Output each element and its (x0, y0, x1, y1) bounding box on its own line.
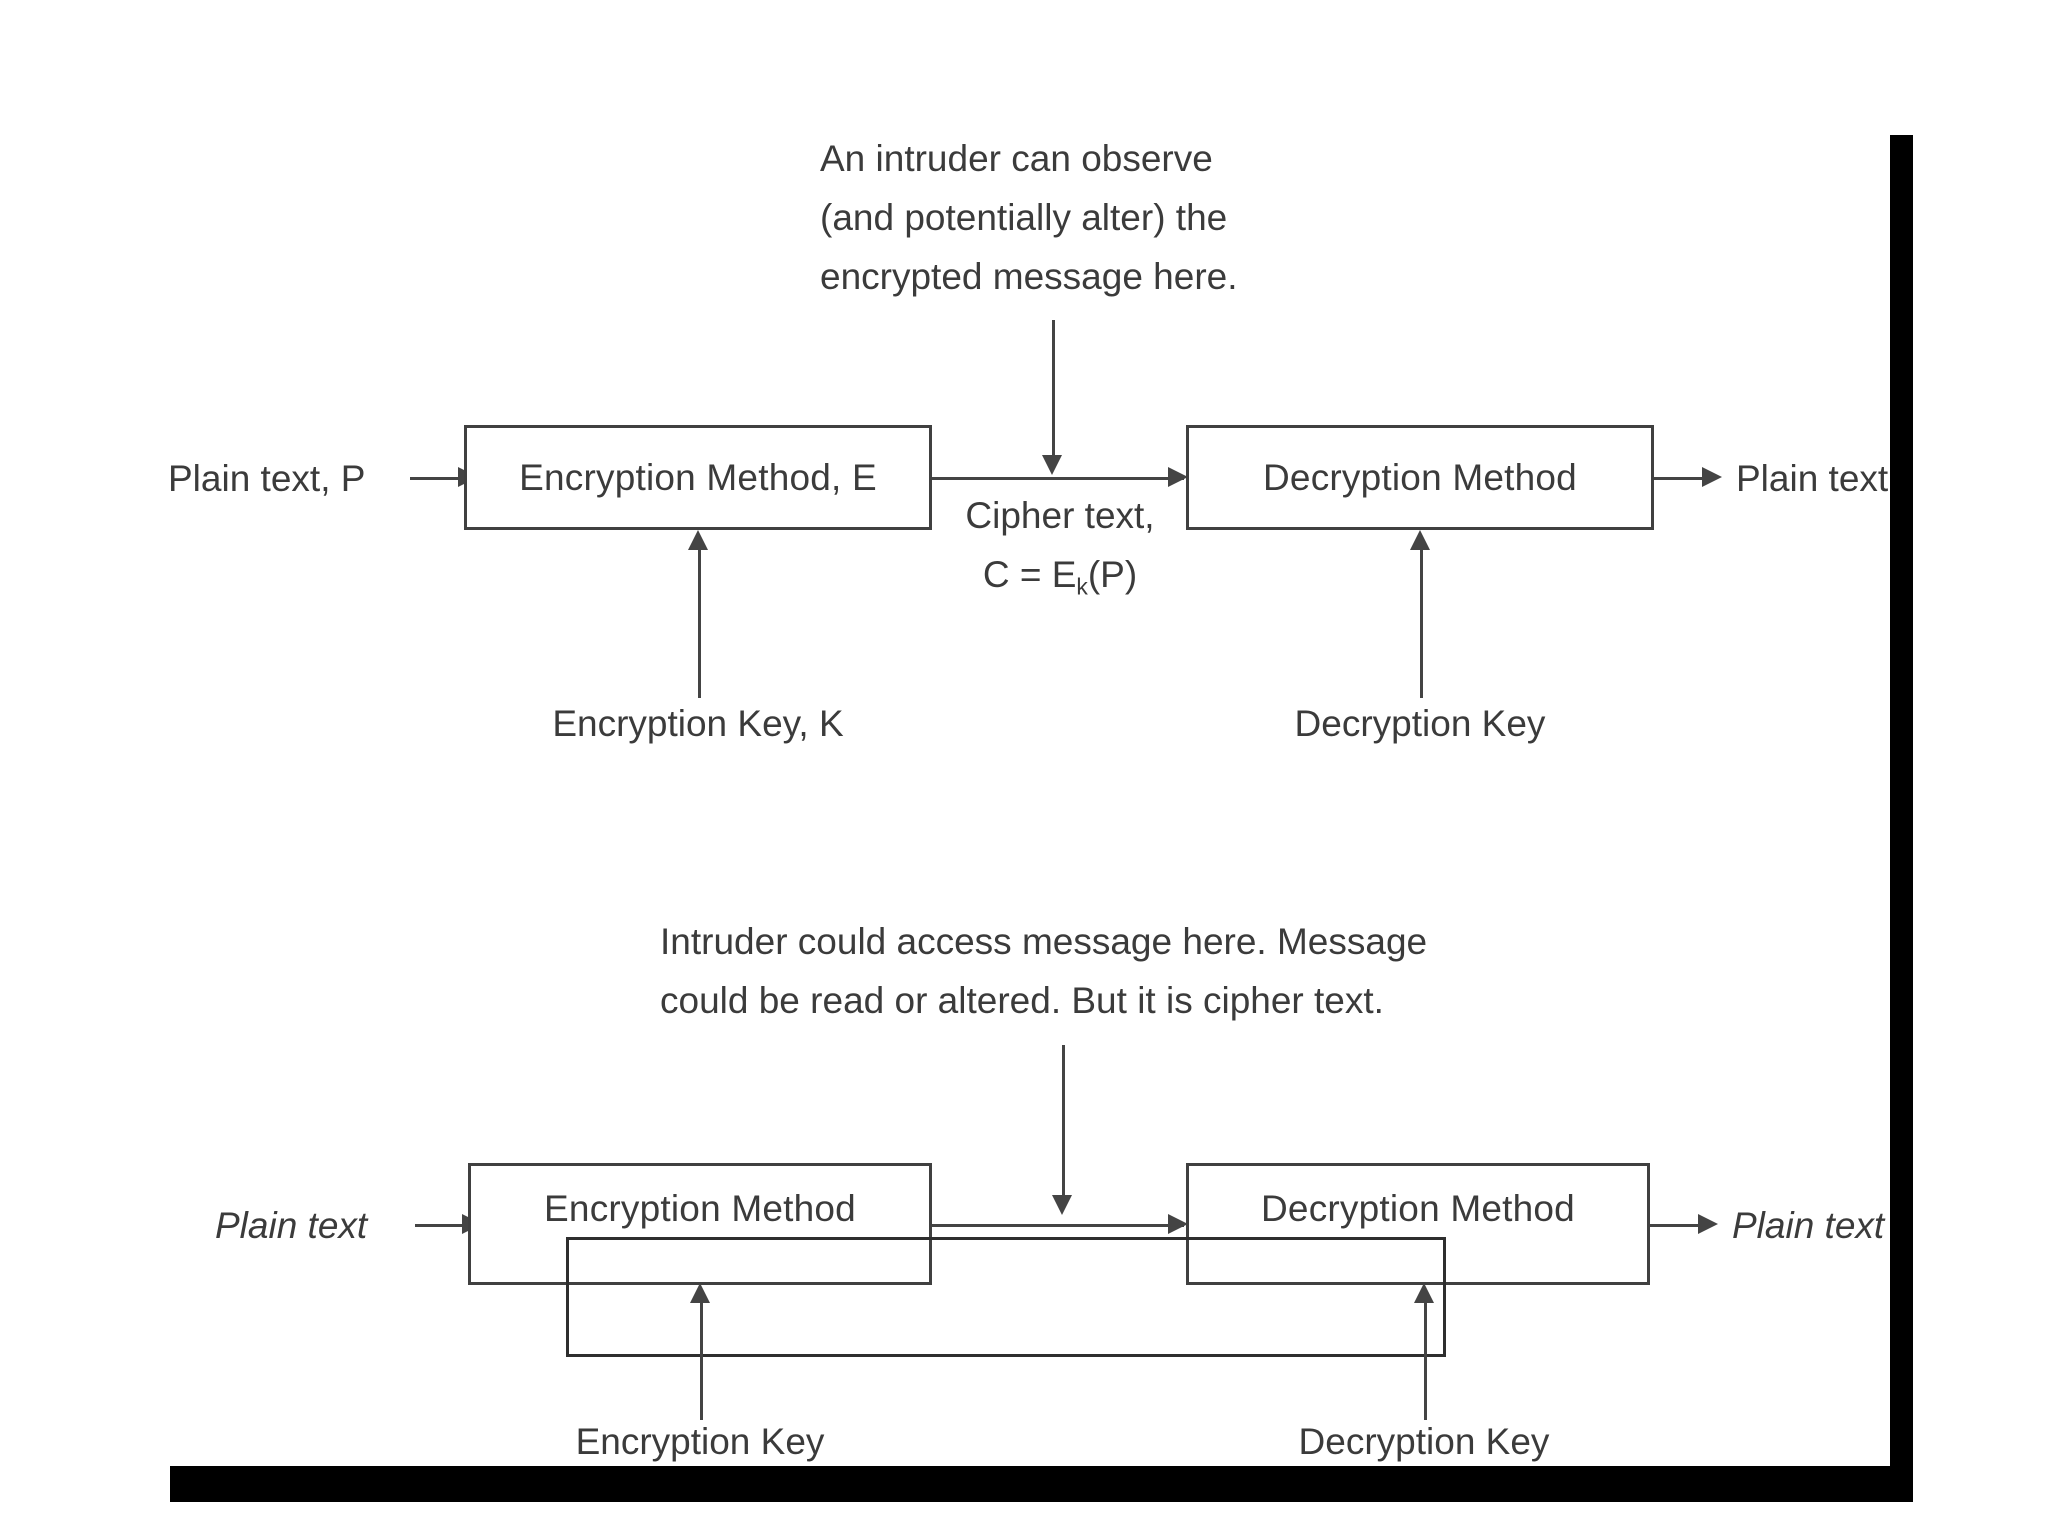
top-output-arrow-shaft (1654, 477, 1706, 480)
bottom-output-plaintext-label: Plain text (1732, 1205, 1885, 1246)
bottom-input-arrow-shaft (415, 1224, 467, 1227)
ciphertext-formula-suffix: (P) (1087, 554, 1138, 595)
bottom-decryption-method-box[interactable]: Decryption Method (1186, 1163, 1650, 1285)
bottom-ciphertext-channel-line (932, 1224, 1184, 1227)
bottom-encryption-key-label: Encryption Key (575, 1421, 825, 1462)
top-annotation-line-2: (and potentially alter) the (820, 197, 1228, 238)
bottom-output-arrow-head-right-icon (1698, 1214, 1718, 1234)
top-decryption-method-box[interactable]: Decryption Method (1186, 425, 1654, 530)
top-ciphertext-label-line-2: C = Ek(P) (940, 551, 1180, 602)
top-annotation-arrow-shaft (1052, 320, 1055, 460)
top-ciphertext-label-line-1: Cipher text, (965, 495, 1155, 536)
top-annotation-line-3: encrypted message here. (820, 256, 1238, 297)
scan-edge-bar-bottom (170, 1466, 1913, 1502)
bottom-annotation-arrow-shaft (1062, 1045, 1065, 1200)
bottom-output-arrow-shaft (1650, 1224, 1702, 1227)
bottom-decryption-key-label: Decryption Key (1298, 1421, 1550, 1462)
shared-key-connecting-frame (566, 1237, 1446, 1357)
top-encryption-method-box[interactable]: Encryption Method, E (464, 425, 932, 530)
top-encryption-key-arrow-shaft (698, 548, 701, 698)
top-annotation-line-1: An intruder can observe (820, 138, 1213, 179)
top-ciphertext-arrow-head-right-icon (1168, 467, 1188, 487)
top-output-plaintext-label: Plain text (1736, 458, 1889, 499)
ciphertext-formula-prefix: C = E (982, 554, 1077, 595)
top-input-arrow-shaft (410, 477, 462, 480)
ciphertext-formula-subscript: k (1076, 573, 1088, 600)
top-decryption-key-label: Decryption Key (1294, 703, 1546, 744)
top-encryption-key-arrow-head-up-icon (688, 530, 708, 550)
bottom-ciphertext-arrow-head-right-icon (1168, 1214, 1188, 1234)
bottom-annotation-line-1: Intruder could access message here. Mess… (660, 921, 1428, 962)
top-encryption-key-label: Encryption Key, K (552, 703, 844, 744)
bottom-encryption-key-arrow-shaft (700, 1300, 703, 1420)
top-decryption-key-arrow-head-up-icon (1410, 530, 1430, 550)
top-decryption-key-arrow-shaft (1420, 548, 1423, 698)
top-output-arrow-head-right-icon (1702, 467, 1722, 487)
top-ciphertext-channel-line (932, 477, 1184, 480)
bottom-encryption-key-arrow-head-up-icon (690, 1283, 710, 1303)
bottom-annotation-arrow-head-down-icon (1052, 1195, 1072, 1215)
scan-edge-bar-right (1890, 135, 1913, 1500)
bottom-input-plaintext-label: Plain text (215, 1205, 368, 1246)
top-annotation-arrow-head-down-icon (1042, 455, 1062, 475)
top-input-plaintext-label: Plain text, P (168, 458, 366, 499)
bottom-annotation-line-2: could be read or altered. But it is ciph… (660, 980, 1384, 1021)
bottom-decryption-key-arrow-shaft (1424, 1300, 1427, 1420)
bottom-decryption-key-arrow-head-up-icon (1414, 1283, 1434, 1303)
bottom-encryption-method-box[interactable]: Encryption Method (468, 1163, 932, 1285)
